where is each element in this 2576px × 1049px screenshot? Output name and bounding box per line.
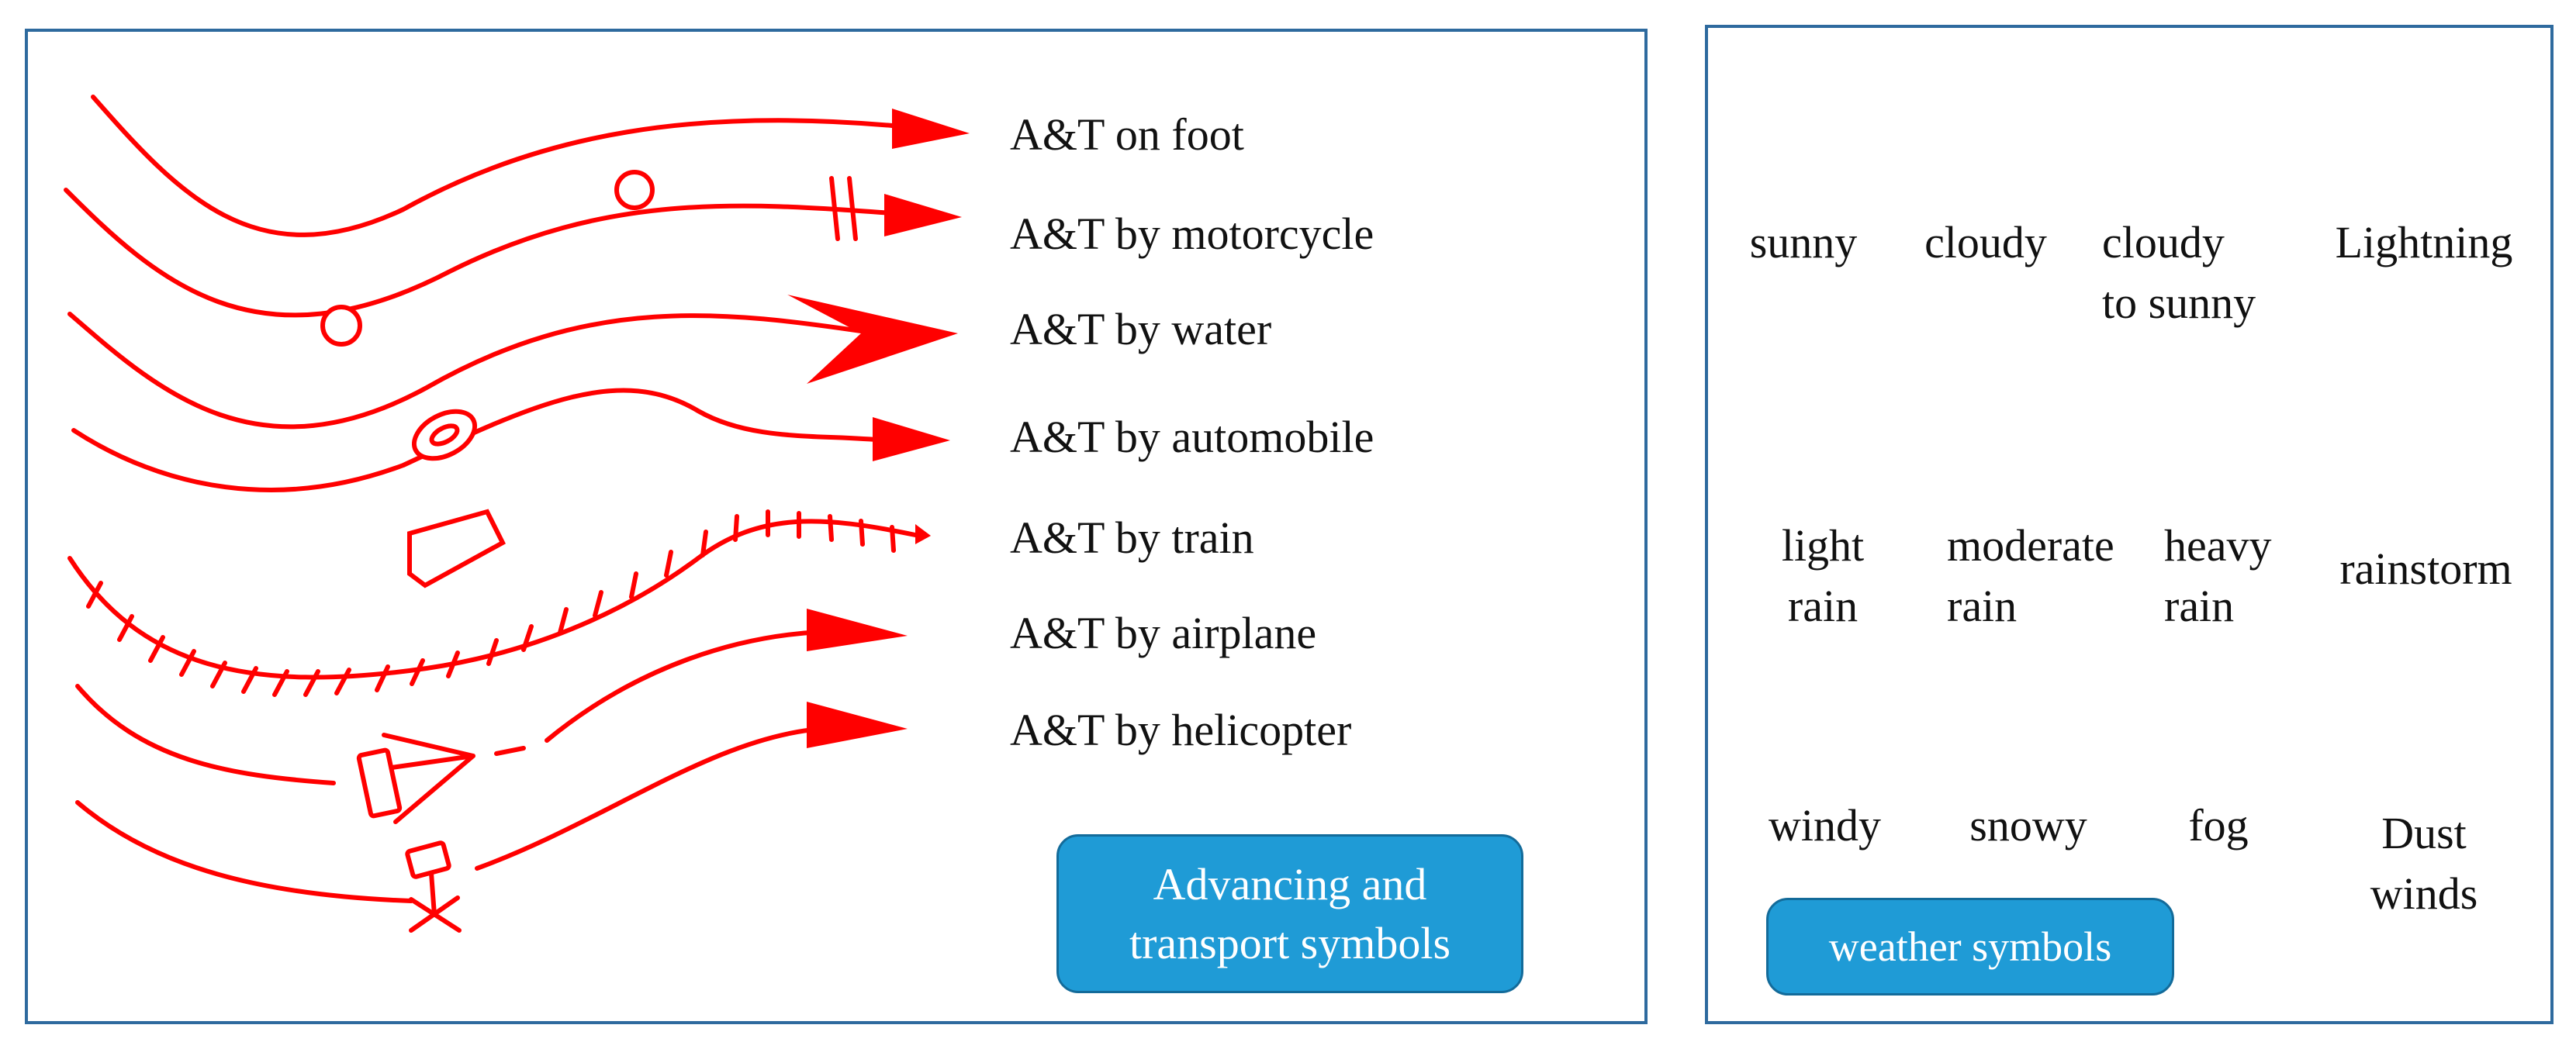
motorcycle-arrow-icon: [64, 170, 962, 318]
weather-label-cloudy: cloudy: [1924, 217, 2047, 267]
transport-label-automobile: A&T by automobile: [1010, 412, 1374, 462]
weather-symbols-badge: weather symbols: [1766, 898, 2174, 996]
weather-label-moderate-rain: moderate rain: [1947, 520, 2114, 631]
weather-label-snowy: snowy: [1969, 800, 2087, 851]
weather-label-sunny: sunny: [1749, 217, 1858, 267]
weather-label-fog: fog: [2188, 800, 2249, 851]
weather-label-cloudy-to-sunny: cloudy to sunny: [2102, 217, 2256, 328]
water-arrow-icon: [67, 295, 958, 430]
truck-box-icon: [407, 509, 506, 588]
transport-label-train: A&T by train: [1010, 512, 1254, 563]
train-arrow-icon: [67, 509, 931, 697]
weather-label-lightning: Lightning: [2335, 217, 2513, 267]
weather-symbols-panel: [1705, 25, 2554, 1024]
transport-symbols-badge: Advancing and transport symbols: [1056, 834, 1523, 993]
foot-arrow-icon: [91, 95, 970, 237]
weather-label-heavy-rain: heavy rain: [2164, 520, 2272, 631]
transport-label-foot: A&T on foot: [1010, 109, 1244, 160]
automobile-arrow-icon: [71, 388, 950, 492]
helicopter-arrow-icon: [75, 702, 908, 933]
weather-label-rainstorm: rainstorm: [2339, 543, 2512, 594]
weather-label-light-rain: light rain: [1781, 520, 1865, 631]
airplane-arrow-icon: [75, 609, 908, 824]
weather-label-windy: windy: [1769, 800, 1881, 851]
transport-label-water: A&T by water: [1010, 304, 1272, 354]
weather-label-dust-winds: Dust winds: [2370, 808, 2478, 919]
transport-label-helicopter: A&T by helicopter: [1010, 705, 1352, 755]
transport-label-motorcycle: A&T by motorcycle: [1010, 209, 1374, 259]
transport-label-airplane: A&T by airplane: [1010, 608, 1317, 658]
